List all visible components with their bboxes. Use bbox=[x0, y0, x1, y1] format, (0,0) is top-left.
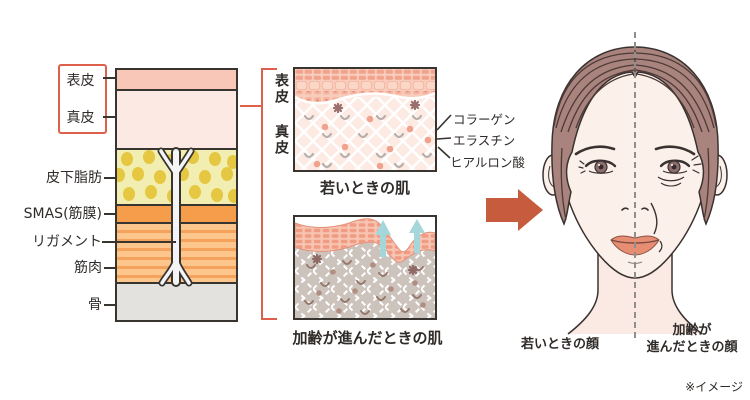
right-eyebrow bbox=[654, 145, 696, 156]
layer-label-smas: SMAS(筋膜) bbox=[23, 206, 102, 222]
under-eye-wrinkle bbox=[657, 176, 685, 182]
layer-label-bone: 骨 bbox=[88, 297, 102, 313]
face-illustration bbox=[542, 32, 728, 340]
young-skin-illustration bbox=[294, 69, 436, 170]
dermis-pointer-line bbox=[103, 116, 115, 118]
young-skin-caption: 若いときの肌 bbox=[319, 179, 410, 197]
elastin-label: エラスチン bbox=[453, 133, 516, 148]
aged-skin-caption: 加齢が進んだときの肌 bbox=[292, 329, 443, 347]
crow-feet-wrinkles bbox=[691, 155, 702, 174]
layer-label-muscle: 筋肉 bbox=[74, 260, 102, 276]
young-side-eye bbox=[578, 159, 617, 174]
epidermis-pointer-line bbox=[103, 77, 115, 79]
image-disclaimer: ※イメージ bbox=[685, 380, 743, 394]
hair-strands bbox=[553, 50, 717, 221]
melanocyte-asterisk-icon bbox=[332, 99, 421, 114]
layer-label-dermis: 真皮 bbox=[66, 110, 95, 126]
aged-melanocyte-asterisk-icon bbox=[311, 253, 419, 276]
degraded-elastin-dots bbox=[316, 262, 426, 314]
zoom-bracket-bottom-tick bbox=[261, 318, 277, 320]
left-eyebrow bbox=[574, 145, 616, 156]
bone-layer bbox=[117, 284, 236, 320]
ligament-pointer-line bbox=[102, 241, 176, 243]
face-young-caption: 若いときの顔 bbox=[520, 337, 599, 352]
face-aged-caption-line2: 進んだときの顔 bbox=[646, 340, 738, 355]
zoom-bracket-connector bbox=[240, 105, 261, 107]
collagen-label: コラーゲン bbox=[453, 112, 516, 127]
nose bbox=[621, 207, 629, 211]
panel-side-label-dermis: 真皮 bbox=[273, 124, 289, 156]
elastin-dots bbox=[313, 115, 432, 170]
layer-label-ligament: リガメント bbox=[32, 234, 102, 250]
zoom-bracket-vertical bbox=[261, 68, 263, 320]
panel-side-label-epidermis: 表皮 bbox=[273, 73, 289, 105]
fat-pointer-line bbox=[104, 177, 115, 179]
epidermis-dermis-highlight-box bbox=[58, 64, 107, 134]
layer-label-fat: 皮下脂肪 bbox=[46, 170, 102, 186]
aged-side-eye bbox=[657, 155, 702, 187]
hyaluronic-marks bbox=[303, 114, 433, 169]
skin-layer-diagram bbox=[113, 68, 240, 322]
dermis-layer bbox=[117, 91, 236, 150]
transition-arrow-icon bbox=[486, 189, 543, 231]
face-aged-caption: 加齢が 進んだときの顔 bbox=[638, 322, 746, 356]
bone-pointer-line bbox=[104, 304, 115, 306]
layer-label-epidermis: 表皮 bbox=[66, 73, 95, 89]
nasolabial-fold bbox=[650, 202, 658, 235]
aged-skin-panel bbox=[293, 215, 437, 320]
young-skin-panel bbox=[293, 67, 437, 172]
smas-pointer-line bbox=[104, 213, 115, 215]
hyaluronic-acid-label: ヒアルロン酸 bbox=[450, 155, 525, 170]
aged-skin-illustration bbox=[294, 217, 436, 318]
annotation-pointer-lines bbox=[436, 114, 452, 159]
muscle-pointer-line bbox=[104, 267, 115, 269]
zoom-bracket-top-tick bbox=[261, 68, 277, 70]
marionette-line bbox=[658, 240, 663, 253]
moisture-loss-arrow-icon bbox=[375, 219, 425, 257]
face-aged-caption-line1: 加齢が bbox=[672, 323, 712, 338]
ligament-structure bbox=[157, 147, 195, 287]
epidermis-layer bbox=[117, 70, 236, 91]
